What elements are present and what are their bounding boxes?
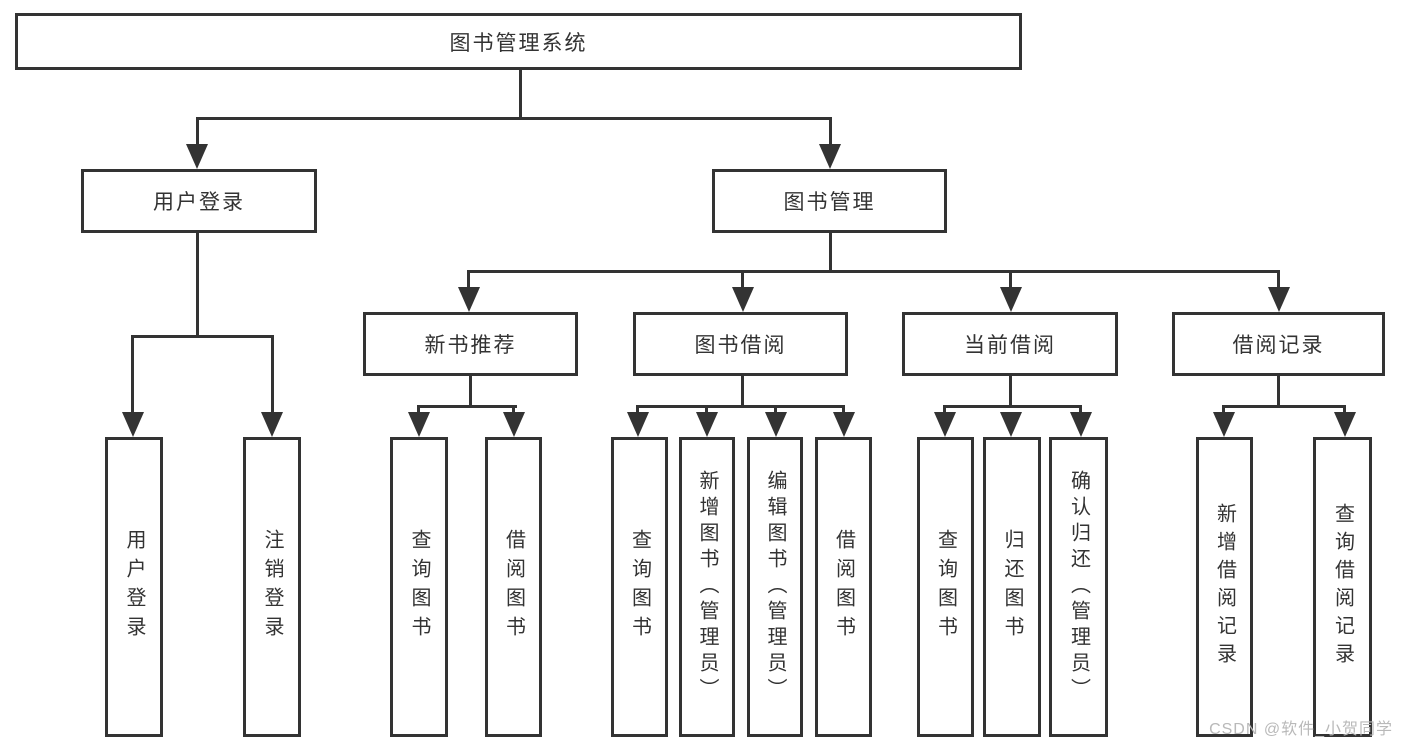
leaf-borrow-books-borrowing: 借阅图书 (815, 437, 872, 737)
arrow-down-icon (1000, 412, 1022, 437)
arrow-down-icon (1334, 412, 1356, 437)
arrow-down-icon (934, 412, 956, 437)
connector-line (636, 405, 845, 408)
connector-line (196, 233, 199, 338)
node-borrowing-records: 借阅记录 (1172, 312, 1385, 376)
connector-line (512, 405, 515, 417)
connector-line (829, 233, 832, 273)
connector-line (636, 405, 639, 417)
leaf-add-book-admin: 新增图书（管理员） (679, 437, 735, 737)
connector-line (842, 405, 845, 417)
connector-line (1079, 405, 1082, 417)
arrow-down-icon (503, 412, 525, 437)
connector-line (1277, 376, 1280, 408)
leaf-edit-book-admin: 编辑图书（管理员） (747, 437, 803, 737)
connector-line (1343, 405, 1346, 417)
connector-line (1222, 405, 1346, 408)
connector-line (705, 405, 708, 417)
node-book-borrowing: 图书借阅 (633, 312, 848, 376)
connector-line (1222, 405, 1225, 417)
connector-line (741, 376, 744, 408)
node-new-book-recommendation: 新书推荐 (363, 312, 578, 376)
arrow-down-icon (458, 287, 480, 312)
leaf-logout: 注销登录 (243, 437, 301, 737)
arrow-down-icon (819, 144, 841, 169)
arrow-down-icon (1070, 412, 1092, 437)
connector-line (467, 270, 470, 292)
node-library-system: 图书管理系统 (15, 13, 1022, 70)
connector-line (741, 270, 744, 292)
connector-line (519, 70, 522, 120)
arrow-down-icon (408, 412, 430, 437)
leaf-user-login: 用户登录 (105, 437, 163, 737)
leaf-borrow-books-recommend: 借阅图书 (485, 437, 542, 737)
connector-line (829, 117, 832, 147)
arrow-down-icon (627, 412, 649, 437)
connector-line (1277, 270, 1280, 292)
connector-line (196, 117, 199, 147)
connector-line (271, 335, 274, 415)
leaf-confirm-return-admin: 确认归还（管理员） (1049, 437, 1108, 737)
connector-line (131, 335, 274, 338)
watermark: CSDN @软件_小贺同学 (1209, 721, 1393, 738)
connector-line (196, 117, 832, 120)
arrow-down-icon (1000, 287, 1022, 312)
connector-line (417, 405, 420, 417)
node-current-borrowing: 当前借阅 (902, 312, 1118, 376)
connector-line (1009, 270, 1012, 292)
arrow-down-icon (122, 412, 144, 437)
connector-line (417, 405, 517, 408)
node-user-login: 用户登录 (81, 169, 317, 233)
node-book-management: 图书管理 (712, 169, 947, 233)
leaf-add-borrow-record: 新增借阅记录 (1196, 437, 1253, 737)
leaf-query-books-recommend: 查询图书 (390, 437, 448, 737)
arrow-down-icon (261, 412, 283, 437)
connector-line (469, 376, 472, 408)
connector-line (1009, 376, 1012, 408)
leaf-query-borrow-record: 查询借阅记录 (1313, 437, 1372, 737)
leaf-return-book: 归还图书 (983, 437, 1041, 737)
arrow-down-icon (732, 287, 754, 312)
connector-line (943, 405, 946, 417)
connector-line (467, 270, 1280, 273)
connector-line (131, 335, 134, 415)
arrow-down-icon (765, 412, 787, 437)
arrow-down-icon (833, 412, 855, 437)
connector-line (943, 405, 1082, 408)
connector-line (774, 405, 777, 417)
leaf-query-books-current: 查询图书 (917, 437, 974, 737)
leaf-query-books-borrowing: 查询图书 (611, 437, 668, 737)
arrow-down-icon (186, 144, 208, 169)
arrow-down-icon (696, 412, 718, 437)
arrow-down-icon (1268, 287, 1290, 312)
arrow-down-icon (1213, 412, 1235, 437)
